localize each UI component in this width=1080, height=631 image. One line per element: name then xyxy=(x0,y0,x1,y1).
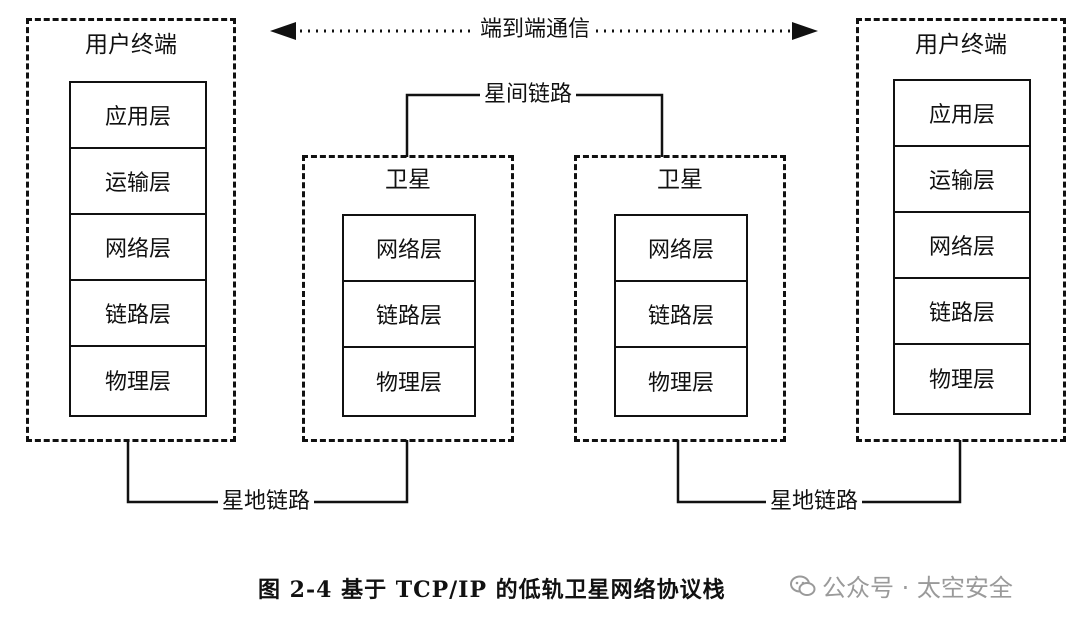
layer-application: 应用层 xyxy=(71,83,205,149)
left-arrowhead xyxy=(270,22,296,40)
user-terminal-left: 用户终端 应用层 运输层 网络层 链路层 物理层 xyxy=(26,18,236,442)
layer-link: 链路层 xyxy=(71,281,205,347)
watermark: 公众号 · 太空安全 xyxy=(790,568,1013,603)
group-title: 用户终端 xyxy=(85,32,177,58)
figure-caption: 图 2-4 基于 TCP/IP 的低轨卫星网络协议栈 xyxy=(258,577,726,603)
layer-link: 链路层 xyxy=(344,282,474,348)
watermark-text: 公众号 · 太空安全 xyxy=(822,574,1013,602)
layer-application: 应用层 xyxy=(895,81,1029,147)
layer-physical: 物理层 xyxy=(104,370,171,395)
end-to-end-label: 端到端通信 xyxy=(476,16,595,44)
inter-satellite-link-label: 星间链路 xyxy=(480,81,577,109)
satellite-right: 卫星 网络层 链路层 物理层 xyxy=(574,155,786,442)
protocol-stack: 应用层 运输层 网络层 链路层 物理层 xyxy=(69,81,207,417)
right-arrowhead xyxy=(792,22,818,40)
layer-network: 网络层 xyxy=(344,216,474,282)
layer-network: 网络层 xyxy=(71,215,205,281)
wechat-icon xyxy=(790,575,816,596)
user-terminal-right: 用户终端 应用层 运输层 网络层 链路层 物理层 xyxy=(856,18,1066,442)
right-ground-link-label: 星地链路 xyxy=(766,488,863,516)
group-title: 卫星 xyxy=(657,167,703,193)
layer-physical: 物理层 xyxy=(375,371,442,396)
left-ground-link-label: 星地链路 xyxy=(218,488,315,516)
layer-link: 链路层 xyxy=(895,279,1029,345)
satellite-left: 卫星 网络层 链路层 物理层 xyxy=(302,155,514,442)
layer-transport: 运输层 xyxy=(895,147,1029,213)
layer-physical: 物理层 xyxy=(647,371,714,396)
layer-network: 网络层 xyxy=(616,216,746,282)
layer-network: 网络层 xyxy=(895,213,1029,279)
layer-physical: 物理层 xyxy=(928,368,995,393)
protocol-stack: 网络层 链路层 物理层 xyxy=(342,214,476,417)
layer-link: 链路层 xyxy=(616,282,746,348)
protocol-stack: 应用层 运输层 网络层 链路层 物理层 xyxy=(893,79,1031,415)
group-title: 用户终端 xyxy=(915,32,1007,58)
group-title: 卫星 xyxy=(385,167,431,193)
layer-transport: 运输层 xyxy=(71,149,205,215)
protocol-stack: 网络层 链路层 物理层 xyxy=(614,214,748,417)
